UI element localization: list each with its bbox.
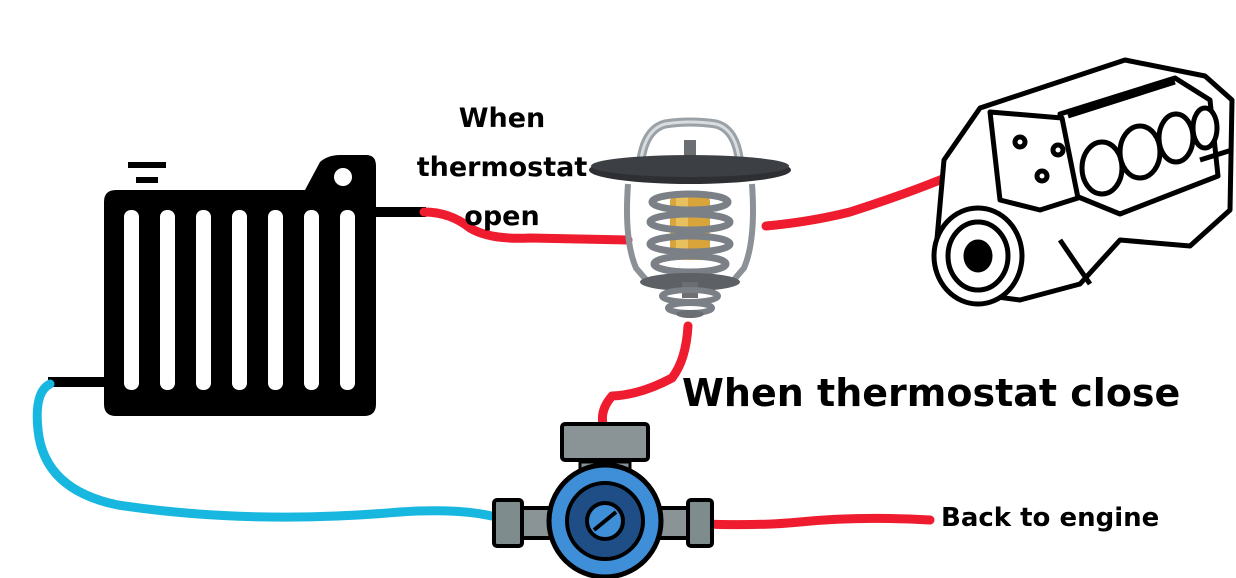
thermostat xyxy=(589,117,791,318)
thermostat-open-label: When thermostat open xyxy=(400,94,604,241)
thermostat-close-label: When thermostat close xyxy=(682,371,1181,415)
radiator xyxy=(48,155,426,416)
thermostat-open-label-line1: When xyxy=(458,103,546,134)
engine-block xyxy=(931,57,1235,307)
water-pump xyxy=(492,422,714,578)
thermostat-open-label-line2: thermostat xyxy=(416,152,588,183)
hose-radiator-to-pump xyxy=(32,379,501,522)
thermostat-open-label-line3: open xyxy=(464,201,540,232)
hose-pump-to-engine xyxy=(697,513,935,530)
hose-thermostat-to-pump xyxy=(597,321,693,429)
hose-radiator-to-thermostat xyxy=(419,207,633,245)
back-to-engine-label: Back to engine xyxy=(941,503,1160,533)
